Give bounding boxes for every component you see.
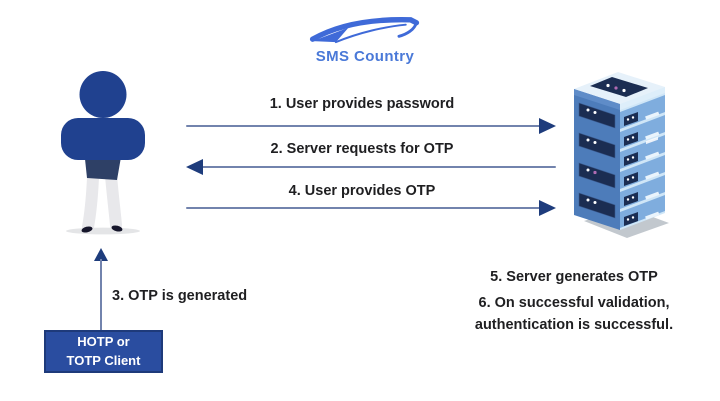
arrowhead-up-icon [94, 248, 108, 261]
arrow-shaft [99, 259, 103, 331]
server-tower-icon [574, 72, 669, 238]
brand-name: SMS Country [315, 48, 415, 65]
arrow-client-to-user [94, 248, 108, 331]
arrow-shaft [201, 165, 556, 169]
hotp-totp-client-box: HOTP or TOTP Client [44, 330, 163, 373]
arrowhead-right-icon [539, 118, 556, 134]
paper-plane-swoosh-icon [309, 17, 420, 44]
message-label-3: 3. OTP is generated [112, 288, 248, 304]
client-box-line1: HOTP or [77, 333, 130, 349]
message-label-2: 2. Server requests for OTP [270, 141, 454, 157]
arrow-user-to-server-2 [186, 200, 556, 216]
brand-logo: SMS Country [303, 14, 427, 65]
message-label-1: 1. User provides password [269, 96, 455, 112]
arrowhead-right-icon [539, 200, 556, 216]
arrow-shaft [186, 124, 541, 128]
user-actor [58, 70, 146, 235]
arrow-user-to-server-1 [186, 118, 556, 134]
arrow-server-to-user [186, 159, 556, 175]
server-actor [572, 70, 671, 240]
server-note-5: 5. Server generates OTP [490, 269, 658, 285]
arrowhead-left-icon [186, 159, 203, 175]
server-note-6-line1: 6. On successful validation, [478, 295, 670, 311]
client-box-line2: TOTP Client [66, 352, 141, 368]
server-notes: 5. Server generates OTP 6. On successful… [438, 266, 710, 336]
message-label-4: 4. User provides OTP [288, 183, 436, 199]
server-note-6-line2: authentication is successful. [474, 317, 674, 333]
arrow-shaft [186, 206, 541, 210]
user-figure-icon [61, 71, 145, 235]
